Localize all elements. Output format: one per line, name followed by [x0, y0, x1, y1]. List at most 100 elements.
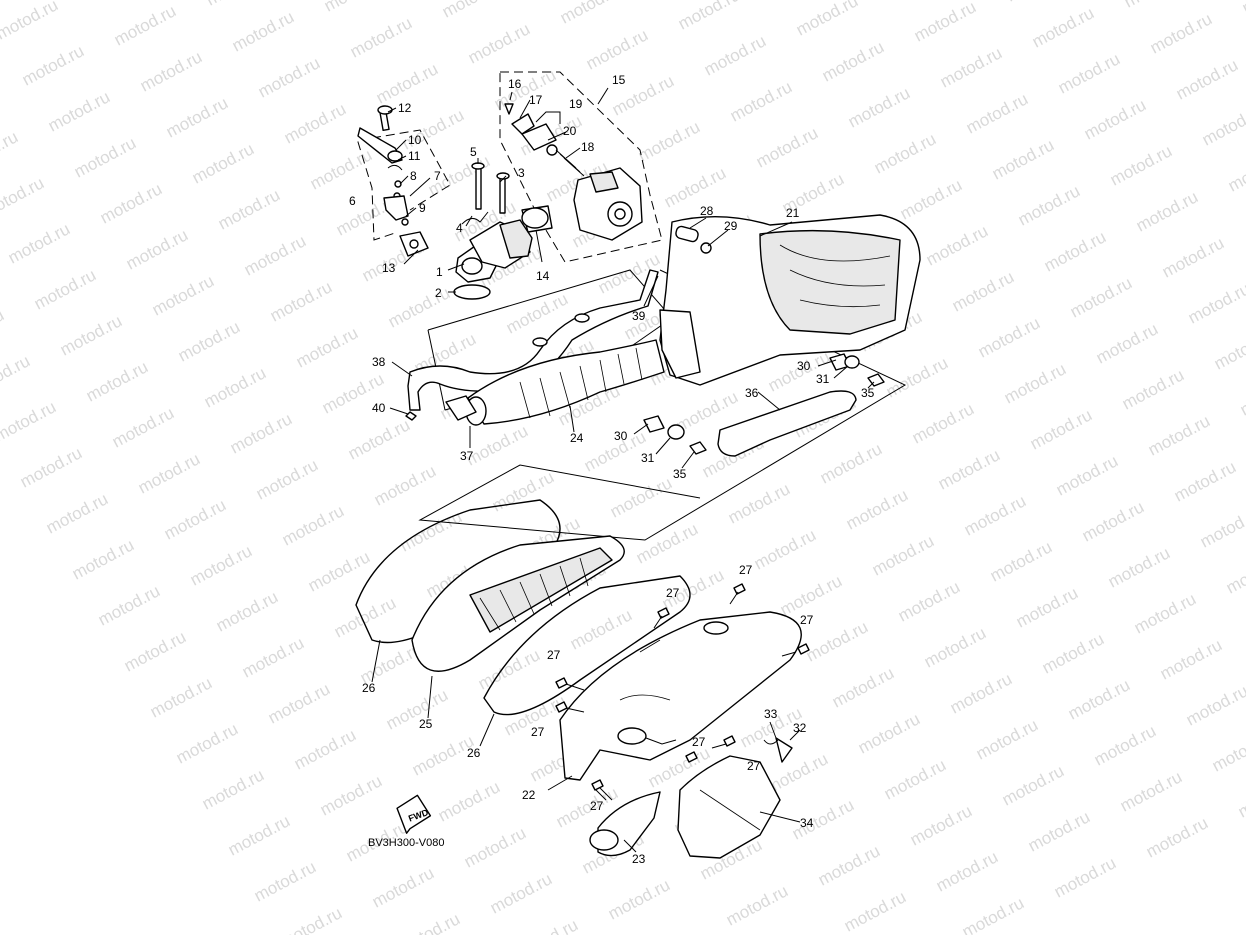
- watermark-text: motod.ru: [1131, 589, 1199, 637]
- part-label: 36: [745, 386, 759, 400]
- watermark-text: motod.ru: [1157, 635, 1225, 683]
- part-label: 2: [435, 286, 442, 300]
- watermark-text: motod.ru: [17, 443, 85, 491]
- part-label: 7: [434, 169, 441, 183]
- watermark-text: motod.ru: [1121, 0, 1189, 12]
- watermark-text: motod.ru: [961, 491, 1029, 539]
- watermark-text: motod.ru: [973, 715, 1041, 763]
- watermark-text: motod.ru: [1147, 9, 1215, 57]
- watermark-text: motod.ru: [793, 0, 861, 40]
- watermark-text: motod.ru: [331, 593, 399, 641]
- watermark-text: motod.ru: [987, 537, 1055, 585]
- watermark-text: motod.ru: [385, 283, 453, 331]
- watermark-text: motod.ru: [829, 663, 897, 711]
- watermark-text: motod.ru: [383, 685, 451, 733]
- part-label: 11: [408, 149, 421, 163]
- mount-hardware-lower: [643, 415, 707, 455]
- watermark-text: motod.ru: [281, 99, 349, 147]
- watermark-text: motod.ru: [701, 31, 769, 79]
- part-label: 1: [436, 265, 443, 279]
- part-label: 16: [508, 77, 522, 91]
- watermark-text: motod.ru: [1065, 675, 1133, 723]
- watermark-text: motod.ru: [675, 0, 743, 34]
- part-label: 31: [641, 451, 655, 465]
- watermark-text: motod.ru: [175, 317, 243, 365]
- watermark-text: motod.ru: [225, 811, 293, 859]
- part-label: 23: [632, 852, 646, 866]
- gasket-26-right: [483, 575, 691, 716]
- watermark-text: motod.ru: [911, 0, 979, 46]
- watermark-text: motod.ru: [475, 645, 543, 693]
- watermark-text: motod.ru: [1173, 55, 1241, 103]
- watermark-text: motod.ru: [947, 669, 1015, 717]
- watermark-text: motod.ru: [31, 265, 99, 313]
- watermark-text: motod.ru: [439, 0, 507, 22]
- watermark-text: motod.ru: [1029, 3, 1097, 51]
- watermark-text: motod.ru: [57, 311, 125, 359]
- watermark-text: motod.ru: [83, 357, 151, 405]
- watermark-text: motod.ru: [1051, 853, 1119, 901]
- drain-plug: [763, 737, 793, 763]
- watermark-text: motod.ru: [489, 467, 557, 515]
- watermark-text: motod.ru: [109, 403, 177, 451]
- part-label: 20: [563, 124, 577, 138]
- watermark-text: motod.ru: [923, 221, 991, 269]
- watermark-text: motod.ru: [161, 495, 229, 543]
- part-label: 30: [797, 359, 811, 373]
- watermark-text: motod.ru: [1053, 451, 1121, 499]
- watermark-text: motod.ru: [43, 489, 111, 537]
- part-label: 31: [816, 372, 830, 386]
- watermark-text: motod.ru: [277, 903, 345, 935]
- watermark-text: motod.ru: [1027, 405, 1095, 453]
- watermark-text: motod.ru: [1013, 583, 1081, 631]
- watermark-text: motod.ru: [817, 439, 885, 487]
- watermark-text: motod.ru: [71, 133, 139, 181]
- watermark-text: motod.ru: [199, 765, 267, 813]
- watermark-text: motod.ru: [933, 847, 1001, 895]
- bolts-27: [555, 583, 810, 801]
- watermark-text: motod.ru: [975, 313, 1043, 361]
- part-label: 25: [419, 717, 433, 731]
- watermark-text: motod.ru: [963, 89, 1031, 137]
- watermark-text: motod.ru: [897, 175, 965, 223]
- part-label: 34: [800, 816, 814, 830]
- watermark-text: motod.ru: [345, 415, 413, 463]
- watermark-text: motod.ru: [465, 19, 533, 67]
- side-stay: [717, 390, 857, 457]
- side-cover: [677, 755, 781, 859]
- watermark-text: motod.ru: [1199, 101, 1246, 149]
- watermark-text: motod.ru: [1039, 629, 1107, 677]
- watermark-text: motod.ru: [1223, 549, 1246, 597]
- watermark-text: motod.ru: [1133, 187, 1201, 235]
- watermark-text: motod.ru: [843, 485, 911, 533]
- part-label: 3: [518, 166, 525, 180]
- watermark-text: motod.ru: [97, 179, 165, 227]
- watermark-text: motod.ru: [201, 363, 269, 411]
- air-box-upper-case: [659, 214, 921, 387]
- part-label: 28: [700, 204, 714, 218]
- watermark-text: motod.ru: [307, 145, 375, 193]
- part-label: 15: [612, 73, 626, 87]
- watermark-text: motod.ru: [45, 87, 113, 135]
- watermark-text: motod.ru: [895, 577, 963, 625]
- watermark-text: motod.ru: [607, 473, 675, 521]
- part-label: 10: [408, 133, 422, 147]
- watermark-text: motod.ru: [635, 117, 703, 165]
- watermark-text: motod.ru: [279, 501, 347, 549]
- part-label: 33: [764, 707, 778, 721]
- watermark-text: motod.ru: [123, 225, 191, 273]
- watermark-text: motod.ru: [111, 1, 179, 49]
- part-label: 5: [470, 145, 477, 159]
- watermark-text: motod.ru: [1117, 767, 1185, 815]
- watermark-text: motod.ru: [1081, 95, 1149, 143]
- watermark-text: motod.ru: [1211, 325, 1246, 373]
- watermark-text: motod.ru: [1041, 227, 1109, 275]
- part-label: 4: [456, 221, 463, 235]
- part-label: 26: [467, 746, 481, 760]
- part-label: 35: [673, 467, 687, 481]
- watermark-text: motod.ru: [1107, 141, 1175, 189]
- gasket-26-left: [355, 499, 561, 644]
- watermark-text: motod.ru: [1237, 371, 1246, 419]
- watermark-text: motod.ru: [1225, 147, 1246, 195]
